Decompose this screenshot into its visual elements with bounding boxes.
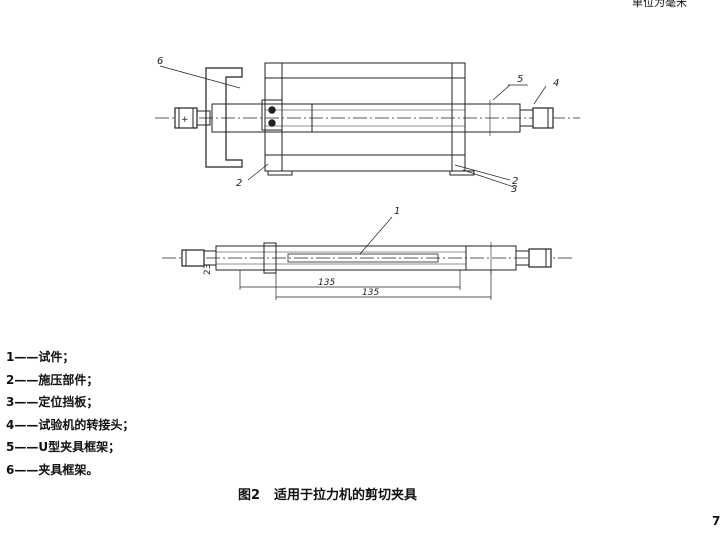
side-left-head <box>181 249 205 267</box>
legend-item: 4——试验机的转接头； <box>6 417 135 432</box>
unit-note: 单位为毫米 <box>632 0 687 9</box>
top-view: + <box>155 62 580 188</box>
legend-item: 1——试件； <box>6 350 75 364</box>
callout-2-left: 2 <box>236 178 242 189</box>
callout-2-right: 2 <box>512 176 518 187</box>
dimension-label-1: 135 <box>318 278 335 288</box>
pressure-block <box>261 99 283 131</box>
side-right-head <box>528 248 552 268</box>
callout-3: 3 <box>511 184 517 195</box>
pin-upper <box>268 106 276 114</box>
legend-item: 3——定位挡板； <box>6 395 99 410</box>
callout-5: 5 <box>517 74 523 85</box>
side-view <box>162 216 575 300</box>
shear-fixture-drawing: + 6 5 4 2 2 <box>155 56 580 300</box>
callout-1: 1 <box>394 206 400 217</box>
legend-item: 6——夹具框架。 <box>6 462 99 477</box>
caption-title: 适用于拉力机的剪切夹具 <box>274 488 418 503</box>
svg-text:+: + <box>181 115 189 125</box>
left-adapter-neck <box>196 110 211 126</box>
legend-item: 5——U型夹具框架； <box>6 440 121 455</box>
dimension-label-2: 135 <box>362 288 379 298</box>
caption-number: 图2 <box>238 488 261 503</box>
callout-4: 4 <box>553 78 559 89</box>
page-number: 7 <box>712 514 721 528</box>
fixture-frame <box>205 67 243 168</box>
right-adapter-head <box>532 107 554 129</box>
pin-lower <box>268 119 276 127</box>
figure-caption: 图2 适用于拉力机的剪切夹具 <box>238 484 417 503</box>
side-view-label: 23 <box>203 264 213 275</box>
callout-6: 6 <box>157 56 163 67</box>
side-pin-block <box>263 242 277 274</box>
legend-list: 1——试件； 2——施压部件； 3——定位挡板； 4——试验机的转接头； 5——… <box>6 346 134 482</box>
specimen <box>287 253 439 263</box>
legend-item: 2——施压部件； <box>6 372 99 387</box>
